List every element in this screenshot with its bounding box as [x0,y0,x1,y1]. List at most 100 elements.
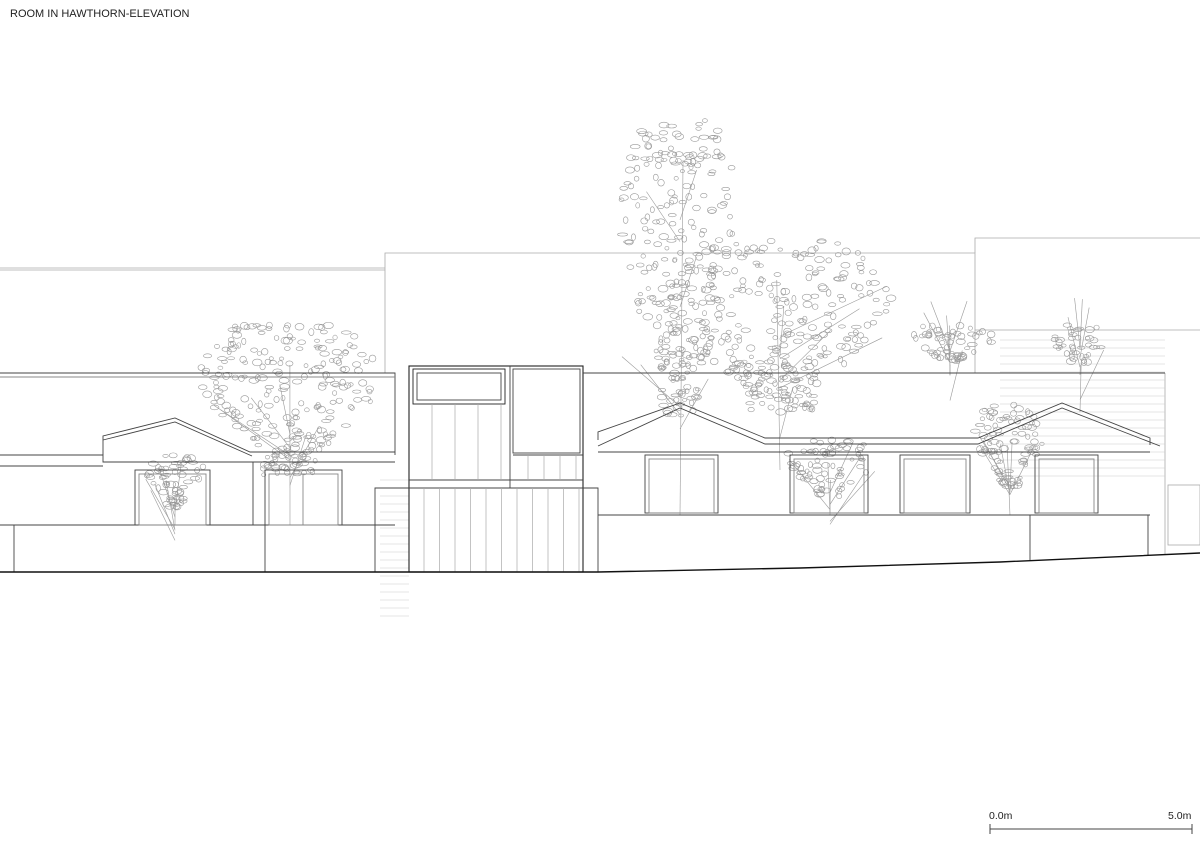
tree-leaf [316,426,323,434]
tree-leaf [725,312,736,317]
tree-leaf [686,285,697,292]
tree-leaf [823,311,832,316]
tree-leaf [812,379,822,388]
tree-leaf [773,396,783,402]
tree-leaf [667,295,678,300]
tree-leaf [784,309,792,316]
tree-leaf [713,265,723,273]
tree-leaf [851,336,858,343]
tree-leaf [222,372,230,380]
tree-leaf [183,479,194,485]
tree-leaf [298,400,305,407]
tree-leaf [650,206,655,214]
tree-leaf [684,158,693,165]
tree-leaf [669,330,676,336]
tree-leaf [216,394,225,398]
tree-leaf [1093,324,1100,331]
tree-leaf [640,156,650,161]
tree-leaf [770,281,781,287]
tree-leaf [679,169,685,173]
tree-leaf [755,248,761,254]
tree-leaf [728,366,738,371]
tree-leaf [957,332,966,340]
tree-leaf [691,393,702,401]
tree-leaf [646,155,654,162]
tree-leaf [642,226,649,232]
tree-leaf [978,431,988,439]
tree-leaf [794,377,804,382]
tree-leaf [692,251,703,257]
tree-leaf [710,328,719,333]
tree-leaf [658,402,669,408]
tree-leaf [683,262,688,267]
tree-leaf [734,374,743,381]
tree-leaf [766,369,773,376]
timber-cladding [423,404,580,572]
tree-leaf [818,481,826,488]
tree-leaf [303,363,309,368]
tree-leaf [179,484,188,490]
tree-leaf [812,466,823,474]
tree-leaf [672,256,678,263]
tree-leaf [645,131,653,138]
tree-leaf [251,436,257,441]
tree-leaf [352,389,362,394]
tree-leaf [772,347,781,354]
tree-leaf [749,386,759,393]
tree-leaf [289,444,300,452]
tree-leaf [835,487,843,495]
tree-leaf [671,326,681,332]
tree-leaf [678,347,686,353]
tree-leaf [166,496,176,504]
tree-leaf [789,303,798,311]
tree-leaf [810,293,820,299]
tree-leaf [227,356,235,361]
tree-leaf [298,460,309,467]
tree-leaf [1069,356,1078,362]
tree-leaf [284,466,290,472]
tree-leaf [964,346,971,351]
tree-leaf [698,319,706,326]
tree-leaf [1055,338,1063,347]
tree-leaf [256,418,263,423]
tree-leaf [352,361,362,368]
tree-leaf [660,158,668,162]
tree-leaf [841,360,847,368]
tree-leaf [678,357,685,363]
tree-leaf [363,359,370,364]
tree-leaf [699,241,710,248]
tree-leaf [979,416,985,422]
tree-leaf [172,481,179,489]
tree-leaf [920,344,930,352]
tree-leaf [155,484,161,492]
tree-leaf [714,297,721,304]
tree-leaf [780,287,791,295]
tree-leaf [214,371,223,377]
tree-leaf [854,343,864,348]
tree-leaf [696,360,707,366]
tree-leaf [256,351,262,356]
tree-leaf [706,206,717,214]
tree-leaf [698,299,708,306]
tree-branch [1079,349,1105,401]
tree-leaf [324,377,335,383]
tree-leaf [987,339,996,345]
tree-leaf [834,445,843,452]
tree-leaf [967,325,973,331]
tree-leaf [856,464,865,470]
tree-leaf [710,244,716,252]
tree-leaf [682,318,693,325]
tree-leaf [289,420,296,427]
tree-branch [1009,442,1013,493]
tree-leaf [168,498,178,503]
tree-leaf [304,407,310,413]
tree-leaf [697,152,708,160]
tree-leaf [945,352,956,360]
tree-leaf [278,387,288,392]
tree-leaf [670,393,681,398]
tree-leaf [766,328,776,334]
tree-leaf [724,335,732,343]
tree-leaf [313,323,324,331]
tree-leaf [695,122,703,127]
tree-leaf [342,349,349,356]
